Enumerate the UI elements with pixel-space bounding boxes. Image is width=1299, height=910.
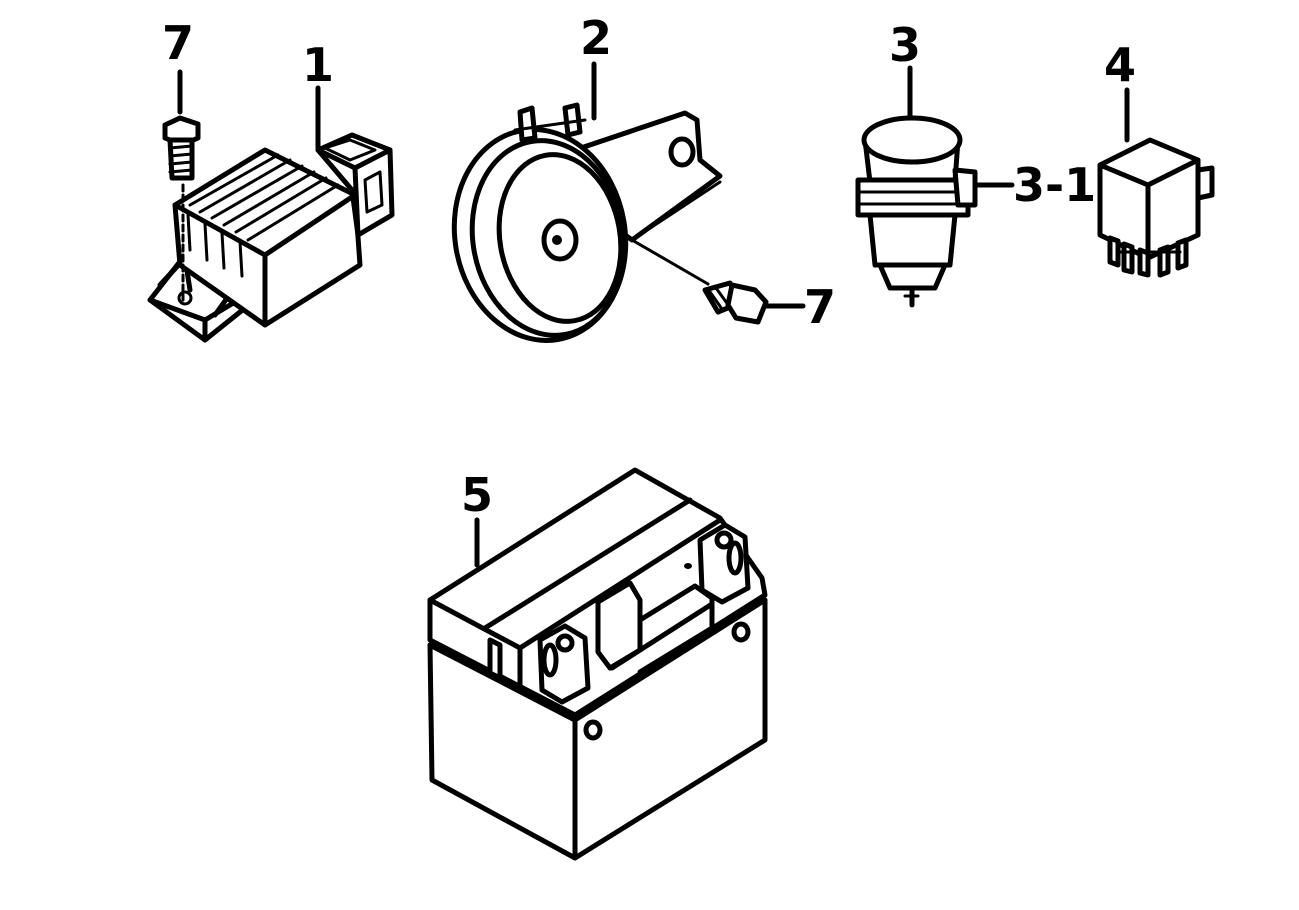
callout-horn-bolt: 7 [804, 280, 837, 334]
callout-relay: 4 [1104, 38, 1137, 92]
callout-regulator-bolt: 7 [162, 16, 195, 70]
switch [855, 65, 1015, 308]
horn-mounting-bolt [702, 280, 806, 325]
callout-battery: 5 [461, 468, 494, 522]
callout-switch-sub: 3-1 [1013, 158, 1097, 212]
regulator-rectifier [147, 85, 395, 343]
callout-horn: 2 [580, 11, 613, 65]
horn [451, 61, 723, 343]
callout-switch: 3 [889, 18, 922, 72]
callout-regulator: 1 [302, 38, 335, 92]
relay [1097, 87, 1215, 278]
battery [427, 467, 768, 861]
regulator-mounting-bolt [162, 69, 201, 302]
